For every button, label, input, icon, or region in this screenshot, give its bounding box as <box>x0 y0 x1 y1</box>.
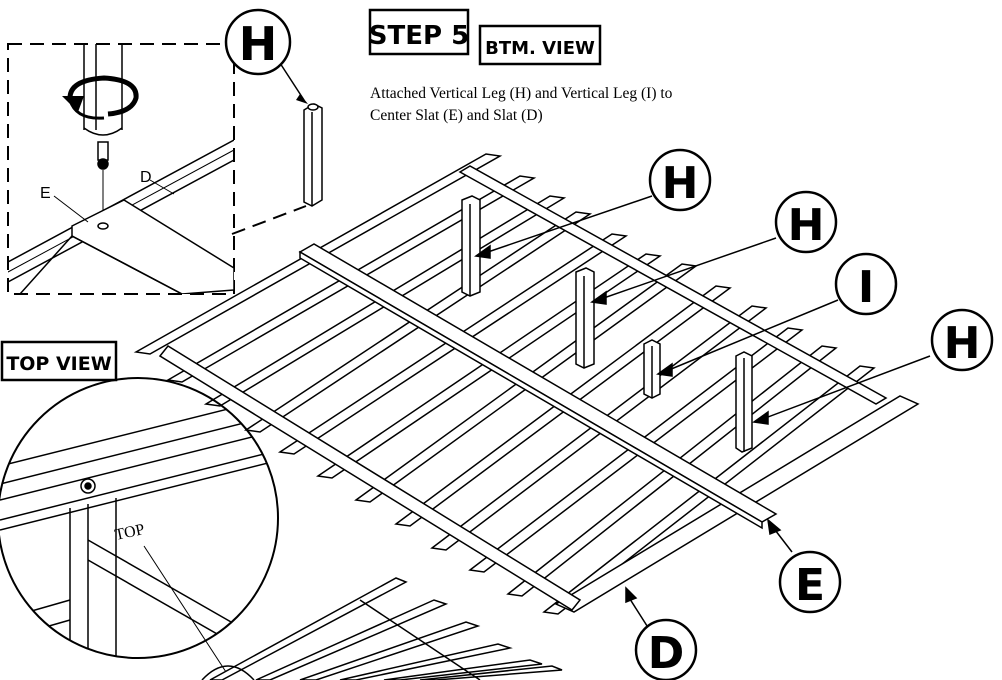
callout-leg-h1: H <box>648 148 712 212</box>
vertical-leg-h1 <box>461 195 481 297</box>
left-cross-slat <box>158 345 582 611</box>
step-header: STEP 5 BTM. VIEW Attached Vertical Leg (… <box>368 8 673 124</box>
step-title: STEP 5 <box>369 21 469 51</box>
svg-text:H: H <box>239 17 278 71</box>
detail-label-e: E <box>40 185 51 202</box>
top-marking: TOP <box>113 521 146 544</box>
callout-leg-h3: H <box>930 308 994 372</box>
main-assembly <box>133 153 920 615</box>
top-view-circle: TOP <box>0 377 279 673</box>
vertical-leg-h2 <box>575 267 595 369</box>
vertical-leg-i <box>643 339 661 399</box>
svg-text:E: E <box>795 560 825 611</box>
detail-label-d: D <box>140 169 152 186</box>
step-description-line1: Attached Vertical Leg (H) and Vertical L… <box>370 85 673 102</box>
view-label: BTM. VIEW <box>485 38 595 59</box>
callout-leg-h2: H <box>774 190 838 254</box>
top-view-label: TOP VIEW <box>6 353 111 375</box>
lower-partial-assembly <box>201 577 563 680</box>
svg-text:D: D <box>648 628 685 679</box>
callout-slat-d: D <box>634 618 698 680</box>
svg-text:H: H <box>944 318 981 369</box>
svg-text:I: I <box>858 262 874 313</box>
callout-leg-i: I <box>834 252 898 316</box>
step-description-line2: Center Slat (E) and Slat (D) <box>370 107 543 124</box>
svg-text:H: H <box>788 200 825 251</box>
detail-leg-h <box>231 103 323 235</box>
top-view-label-box: TOP VIEW <box>0 340 118 382</box>
svg-text:H: H <box>662 158 699 209</box>
callout-detail-h: H <box>224 8 292 76</box>
vertical-leg-h3 <box>735 351 753 453</box>
callout-center-slat-e: E <box>778 550 842 614</box>
detail-inset: E D <box>7 43 235 295</box>
